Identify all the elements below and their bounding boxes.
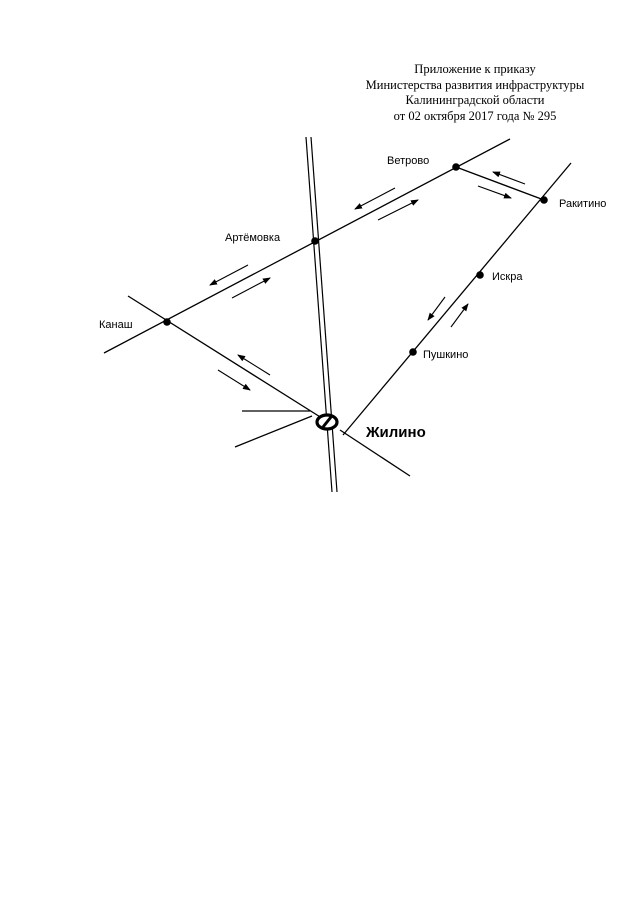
road-network <box>103 138 572 477</box>
terminal-station-icon <box>315 413 339 431</box>
road-rakitino-zhilino <box>342 162 572 436</box>
label-vetrovo: Ветрово <box>387 155 429 167</box>
arrow-to-iskra <box>450 303 469 328</box>
road-zhilino-southeast <box>339 429 411 477</box>
stop-dot-vetrovo <box>452 163 460 171</box>
label-rakitino: Ракитино <box>559 198 606 210</box>
label-zhilino: Жилино <box>365 424 426 441</box>
railway-line <box>305 136 338 493</box>
arrow-to-rakitino <box>477 185 512 199</box>
header-line-1: Приложение к приказу <box>414 62 536 76</box>
header-line-4: от 02 октября 2017 года № 295 <box>393 108 557 123</box>
road-vetrovo-rakitino <box>455 166 545 201</box>
stop-points <box>163 163 548 356</box>
arrow-to-artemovka <box>354 187 396 210</box>
stop-dot-rakitino <box>540 196 548 204</box>
stop-dot-artemovka <box>311 237 319 245</box>
arrow-to-artemovka-2 <box>231 277 271 299</box>
label-kanash: Канаш <box>99 319 133 331</box>
road-zhilino-southwest <box>234 415 313 448</box>
arrow-to-kanash-2 <box>237 354 271 376</box>
direction-arrows <box>209 171 526 391</box>
stop-dot-iskra <box>476 271 484 279</box>
label-iskra: Искра <box>492 271 523 283</box>
header-line-3: Калининградской области <box>405 93 545 107</box>
label-pushkino: Пушкино <box>423 349 468 361</box>
arrow-to-zhilino <box>217 369 251 391</box>
header-line-2: Министерства развития инфраструктуры <box>365 77 585 92</box>
arrow-to-kanash <box>209 264 249 286</box>
road-kanash-vetrovo <box>103 138 511 354</box>
stop-dot-pushkino <box>409 348 417 356</box>
road-kanash-zhilino <box>127 295 326 421</box>
arrow-to-pushkino <box>427 296 446 321</box>
arrow-to-vetrovo <box>377 199 419 221</box>
arrow-to-vetrovo-2 <box>492 171 526 185</box>
order-attachment-header: Приложение к приказу Министерства развит… <box>340 62 610 124</box>
label-artemovka: Артёмовка <box>225 232 281 244</box>
stop-dot-kanash <box>163 318 171 326</box>
